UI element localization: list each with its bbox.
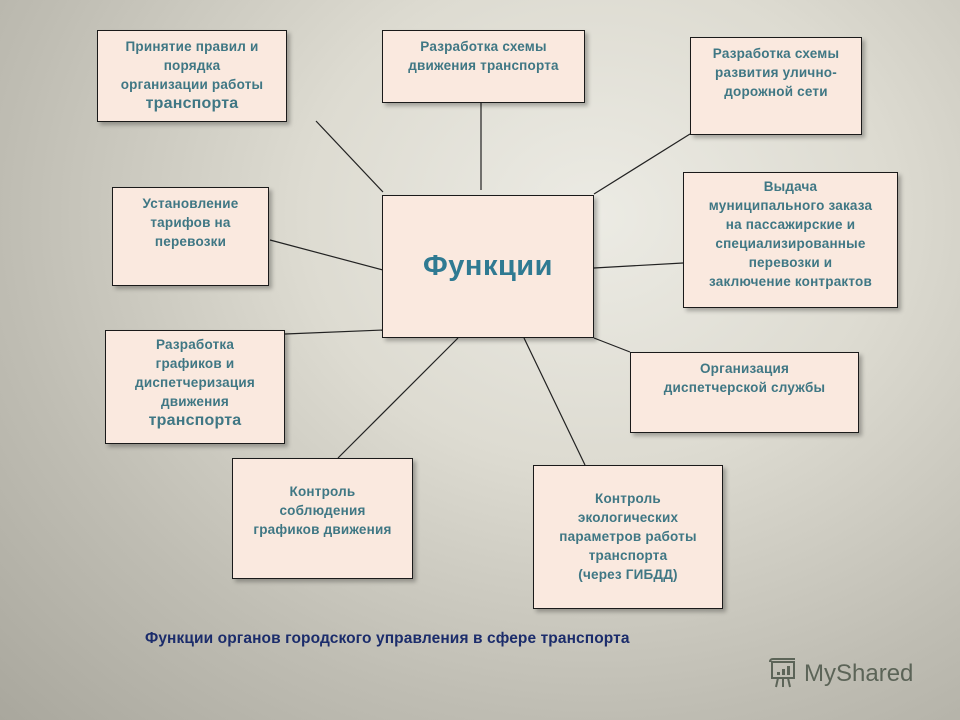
box-schedule-control: Контроль соблюдения графиков движения [232, 458, 413, 579]
box-schedules: Разработка графиков и диспетчеризация дв… [105, 330, 285, 444]
box-dispatch-service: Организация диспетчерской службы [630, 352, 859, 433]
connector-eco-control [523, 337, 586, 466]
presentation-board-icon [769, 658, 795, 688]
connector-municipal-order [593, 262, 684, 269]
connector-rules [315, 120, 384, 193]
box-tariffs: Установление тарифов на перевозки [112, 187, 269, 286]
center-box-functions: Функции [382, 195, 594, 338]
center-title: Функции [423, 250, 553, 282]
watermark-text: MyShared [804, 660, 914, 687]
connector-schedule-control [337, 337, 459, 459]
box-rules: Принятие правил и порядка организации ра… [97, 30, 287, 122]
box-road-network: Разработка схемы развития улично- дорожн… [690, 37, 862, 135]
box-eco-control: Контроль экологических параметров работы… [533, 465, 723, 609]
box-municipal-order: Выдача муниципального заказа на пассажир… [683, 172, 898, 308]
diagram-caption: Функции органов городского управления в … [145, 630, 630, 647]
watermark: MyShared [768, 658, 913, 690]
connector-tariffs [269, 239, 384, 271]
connector-dispatch-service [593, 337, 631, 353]
box-traffic-scheme: Разработка схемы движения транспорта [382, 30, 585, 103]
connector-road-network [593, 133, 691, 195]
connector-schedules [284, 329, 384, 335]
